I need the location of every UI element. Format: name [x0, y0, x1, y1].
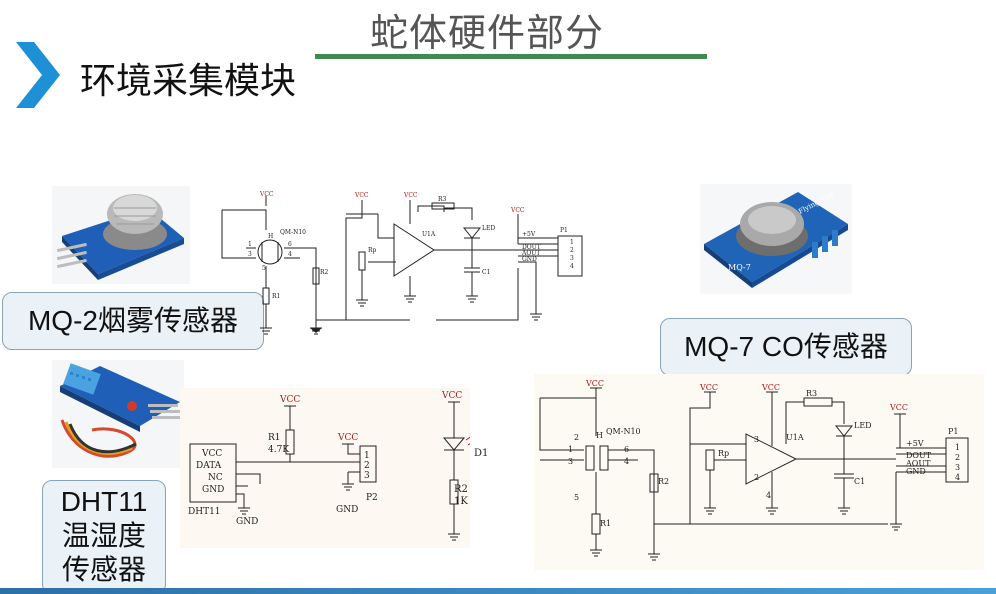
rp-label: Rp — [368, 247, 377, 254]
pin-number: 2 — [574, 433, 579, 442]
vcc-label-1: VCC — [259, 191, 274, 198]
mq7-vcc-label-4: VCC — [889, 403, 908, 412]
opamp-label: U1A — [422, 231, 436, 238]
dht-pin-data: DATA — [196, 461, 222, 471]
mq7-sensor-part-label: QM-N10 — [606, 427, 641, 436]
pin-number: 1 — [248, 241, 252, 248]
dht-r2-label: R2 — [454, 484, 468, 495]
pin-number: 3 — [754, 435, 759, 444]
r1-label: R1 — [272, 293, 280, 300]
dht-chip-label: DHT11 — [188, 507, 221, 517]
r3-label: R3 — [438, 196, 447, 203]
mq7-r3-label: R3 — [806, 389, 817, 398]
chevron-right-icon — [16, 42, 60, 108]
pin-number: 3 — [364, 471, 370, 481]
mq7-pin-aout: AOUT — [905, 459, 931, 468]
dht-gnd-label-1: GND — [236, 517, 258, 527]
pin-gnd-label: GND — [522, 256, 537, 263]
pin-number: 5 — [574, 493, 579, 502]
pin-number: 2 — [955, 453, 960, 462]
dht-vcc-label-3: VCC — [441, 391, 462, 401]
pin-number: 1 — [568, 445, 573, 454]
dht-p2-label: P2 — [366, 493, 378, 503]
dht11-label-line3: 传感器 — [61, 554, 146, 585]
mq7-pin-5v: +5V — [906, 439, 924, 448]
pin-number: 3 — [955, 463, 960, 472]
dht-vcc-label-1: VCC — [279, 395, 300, 405]
dht-pin-nc: NC — [208, 473, 223, 483]
pin-number: 2 — [570, 247, 574, 254]
mq2-sensor-label: MQ-2烟雾传感器 — [2, 292, 264, 350]
mq2-schematic: VCC VCC VCC VCC QM-N10 H R1 R2 R3 Rp U1A… — [221, 191, 583, 335]
pin-number: 4 — [570, 263, 574, 270]
pin-5v-label: +5V — [522, 231, 536, 238]
pin-number: 6 — [288, 241, 292, 248]
dht-r1-label: R1 — [268, 433, 281, 443]
dht-vcc-label-2: VCC — [337, 433, 358, 443]
mq7-module-photo: Flying-Fish MQ-7 — [700, 184, 852, 294]
mq7-opamp-label: U1A — [786, 433, 804, 442]
dht11-module-photo — [52, 360, 184, 468]
pin-number: 3 — [568, 457, 573, 466]
pin-aout-label: AOUT — [521, 250, 540, 257]
heater-label: H — [268, 233, 273, 240]
pin-number: 4 — [955, 473, 960, 482]
pin-number: 3 — [570, 255, 574, 262]
p1-label: P1 — [560, 227, 568, 234]
dht11-label-line1: DHT11 — [60, 486, 148, 517]
pin-number: 5 — [262, 265, 266, 272]
r2-label: R2 — [320, 269, 329, 276]
dht11-sensor-label: DHT11 温湿度 传感器 — [42, 480, 166, 594]
dht-pin-vcc: VCC — [201, 449, 222, 459]
vcc-label-2: VCC — [354, 192, 369, 199]
pin-number: 4 — [766, 491, 771, 500]
module-model-text: MQ-7 — [728, 263, 751, 272]
sensor-part-label: QM-N10 — [280, 229, 306, 236]
mq7-vcc-label-1: VCC — [585, 379, 604, 388]
mq7-pin-gnd: GND — [906, 467, 926, 476]
mq7-led-label: LED — [854, 421, 872, 430]
led-label: LED — [482, 225, 495, 232]
mq7-r1-label: R1 — [600, 519, 611, 528]
dht-pin-gnd: GND — [202, 485, 224, 495]
pin-number: 4 — [288, 251, 292, 258]
bottom-accent-bar — [0, 588, 996, 594]
mq7-r2-label: R2 — [658, 477, 669, 486]
mq7-sensor-label: MQ-7 CO传感器 — [660, 318, 912, 376]
pin-number: 1 — [570, 239, 574, 246]
dht11-label-line2: 温湿度 — [61, 520, 146, 551]
mq7-pin-dout: DOUT — [906, 451, 932, 460]
pin-number: 4 — [624, 457, 629, 466]
pin-dout-label: DOUT — [522, 244, 541, 251]
pin-number: 3 — [248, 251, 252, 258]
mq2-module-photo — [52, 186, 190, 284]
title-underline — [315, 54, 707, 59]
dht-gnd-label-2: GND — [336, 505, 358, 515]
pin-number: 2 — [754, 473, 759, 482]
pin-number: 1 — [364, 451, 370, 461]
slide-title: 蛇体硬件部分 — [370, 11, 605, 55]
section-subtitle: 环境采集模块 — [80, 61, 297, 102]
d1-label: D1 — [474, 448, 489, 459]
mq7-c1-label: C1 — [854, 477, 865, 486]
mq7-rp-label: Rp — [718, 449, 729, 458]
mq7-vcc-label-3: VCC — [761, 383, 780, 392]
mq7-schematic: VCC VCC VCC VCC QM-N10 H 2 1 3 6 4 5 R1 … — [534, 374, 984, 570]
vcc-label-4: VCC — [510, 207, 525, 214]
pin-number: 1 — [955, 443, 960, 452]
pin-number: 6 — [624, 445, 629, 454]
mq7-vcc-label-2: VCC — [699, 383, 718, 392]
dht11-schematic: VCC VCC VCC R1 4.7K VCC DATA NC GND DHT1… — [180, 388, 470, 548]
pin-number: 2 — [364, 461, 370, 471]
dht-r2-value: 1K — [454, 496, 468, 507]
r2-block: R2 1K — [454, 484, 468, 508]
dht-r1-value: 4.7K — [268, 445, 289, 455]
mq7-heater-label: H — [596, 431, 603, 440]
c1-label: C1 — [482, 269, 490, 276]
mq7-p1-label: P1 — [948, 427, 958, 436]
vcc-label-3: VCC — [403, 192, 418, 199]
